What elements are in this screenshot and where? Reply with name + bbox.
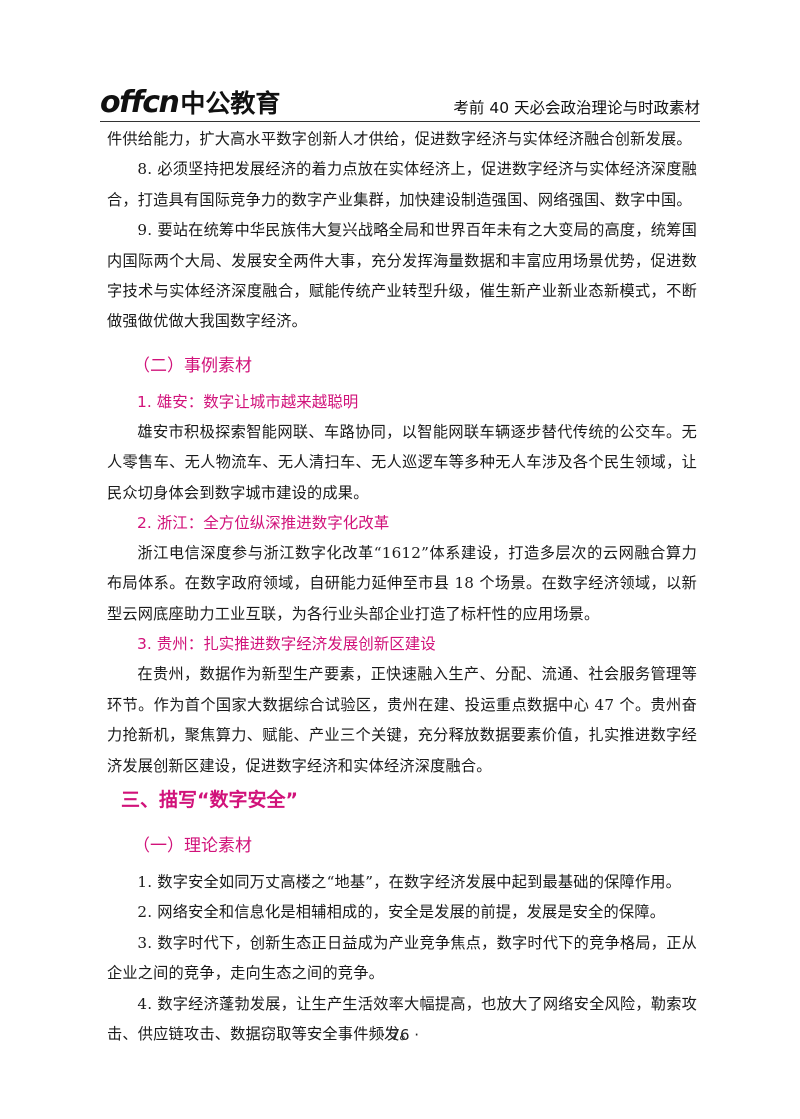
case-heading-zhejiang: 2. 浙江：全方位纵深推进数字化改革 (137, 514, 390, 533)
paragraph-point-9: 9. 要站在统筹中华民族伟大复兴战略全局和世界百年未有之大变局的高度，统筹国内国… (107, 221, 697, 331)
section-heading-theory: （一）理论素材 (133, 835, 252, 856)
page-number: · 76 · (380, 1026, 420, 1044)
case-heading-xiongan: 1. 雄安：数字让城市越来越聪明 (137, 392, 359, 411)
paragraph-security-3: 3. 数字时代下，创新生态正日益成为产业竞争焦点，数字时代下的竞争格局，正从企业… (107, 933, 697, 983)
page-header: offcn 中公教育 考前 40 天必会政治理论与时政素材 (100, 82, 700, 124)
paragraph-point-8: 8. 必须坚持把发展经济的着力点放在实体经济上，促进数字经济与实体经济深度融合，… (107, 160, 697, 209)
paragraph-security-4: 4. 数字经济蓬勃发展，让生产生活效率大幅提高，也放大了网络安全风险，勒索攻击、… (107, 994, 697, 1043)
case-body-guizhou: 在贵州，数据作为新型生产要素，正快速融入生产、分配、流通、社会服务管理等环节。作… (107, 665, 697, 775)
paragraph-security-2: 2. 网络安全和信息化是相辅相成的，安全是发展的前提，发展是安全的保障。 (137, 903, 666, 922)
header-divider (100, 121, 700, 122)
case-body-zhejiang: 浙江电信深度参与浙江数字化改革“1612”体系建设，打造多层次的云网融合算力布局… (107, 544, 697, 623)
paragraph-intro-tail: 件供给能力，扩大高水平数字创新人才供给，促进数字经济与实体经济融合创新发展。 (107, 130, 692, 148)
paragraph-security-1: 1. 数字安全如同万丈高楼之“地基”，在数字经济发展中起到最基础的保障作用。 (137, 872, 682, 891)
offcn-logo: offcn 中公教育 (100, 84, 280, 120)
case-heading-guizhou: 3. 贵州：扎实推进数字经济发展创新区建设 (137, 635, 436, 654)
chapter-heading-digital-security: 三、描写“数字安全” (121, 788, 298, 811)
section-heading-cases: （二）事例素材 (133, 355, 252, 376)
page-content: 件供给能力，扩大高水平数字创新人才供给，促进数字经济与实体经济融合创新发展。 8… (107, 124, 697, 1049)
book-title: 考前 40 天必会政治理论与时政素材 (453, 99, 700, 117)
logo-text-en: offcn (100, 85, 180, 120)
case-body-xiongan: 雄安市积极探索智能网联、车路协同，以智能网联车辆逐步替代传统的公交车。无人零售车… (107, 422, 697, 502)
logo-text-cn: 中公教育 (180, 89, 281, 118)
